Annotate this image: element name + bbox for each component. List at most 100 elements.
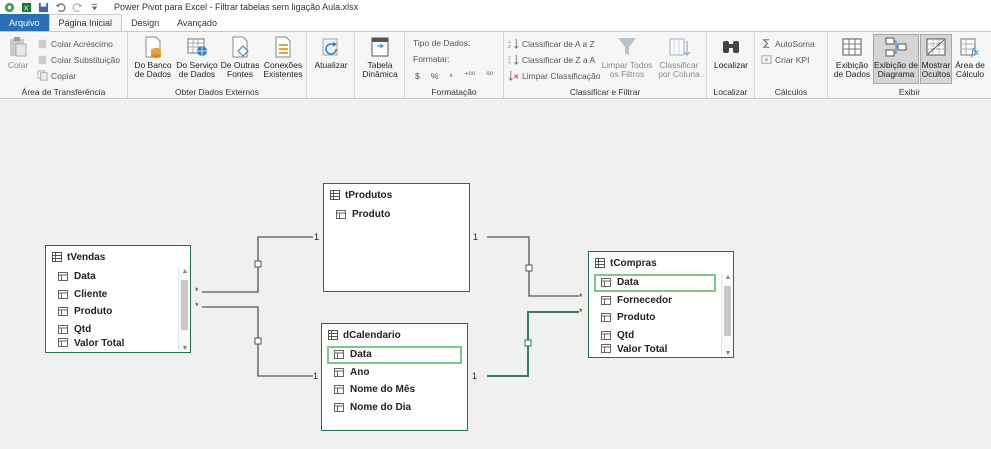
relationship-calendario-compras[interactable]: [487, 311, 579, 377]
scroll-thumb[interactable]: [724, 286, 731, 336]
calculation-area-button[interactable]: fx Área de Cálculo: [952, 35, 988, 79]
cardinality-one-calendario-compras: 1: [472, 371, 478, 381]
percent-button[interactable]: %: [430, 70, 439, 81]
currency-button[interactable]: $: [415, 70, 420, 81]
data-view-button[interactable]: Exibição de Dados: [832, 35, 872, 79]
save-icon[interactable]: [38, 2, 49, 13]
customize-toolbar-icon[interactable]: [89, 2, 100, 13]
redo-icon[interactable]: [72, 2, 83, 13]
table-tvendas[interactable]: tVendas Data Cliente Produto Qtd Valor T…: [45, 245, 191, 353]
field-item[interactable]: Nome do Dia: [322, 399, 467, 417]
copy-button[interactable]: Copiar: [37, 70, 76, 81]
pivot-table-button[interactable]: Tabela Dinâmica: [359, 35, 401, 79]
scroll-down-icon[interactable]: ▼: [724, 350, 732, 357]
sort-by-column-button[interactable]: Classificar por Coluna: [654, 35, 704, 79]
field-item-selected[interactable]: Data: [327, 346, 462, 364]
format-dropdown[interactable]: Formatar:: [413, 54, 450, 64]
field-item[interactable]: Valor Total: [589, 344, 721, 354]
diagram-view-button[interactable]: Exibição de Diagrama: [873, 34, 919, 84]
table-name-dcalendario: dCalendario: [343, 329, 401, 341]
relationship-handle-vendas-produtos[interactable]: [254, 260, 262, 268]
diagram-canvas[interactable]: * 1 * 1 1 * 1 * tProdutos Produto tVenda…: [0, 100, 991, 449]
increase-decimal-button[interactable]: ⁺⁰⁰: [463, 70, 476, 80]
field-label: Data: [350, 349, 372, 361]
group-refresh: Atualizar: [307, 32, 355, 98]
scroll-down-icon[interactable]: ▼: [181, 345, 189, 352]
clear-all-filters-button[interactable]: Limpar Todos os Filtros: [600, 35, 654, 79]
format-label: Formatar:: [413, 54, 450, 64]
field-item[interactable]: Data: [46, 268, 178, 286]
field-item[interactable]: Qtd: [589, 327, 721, 345]
decrease-decimal-button[interactable]: ⁰⁰: [486, 70, 494, 80]
field-label: Data: [74, 271, 96, 283]
table-tcompras[interactable]: tCompras Data Fornecedor Produto Qtd Val…: [588, 251, 734, 358]
refresh-button[interactable]: Atualizar: [311, 35, 351, 70]
column-icon: [58, 272, 68, 282]
group-label-calculations: Cálculos: [774, 87, 808, 97]
excel-icon[interactable]: X: [21, 2, 32, 13]
kpi-icon: [761, 55, 772, 64]
show-hidden-button[interactable]: Mostrar Ocultos: [920, 34, 952, 84]
pivot-table-label-2: Dinâmica: [362, 69, 398, 79]
create-kpi-button[interactable]: Criar KPI: [761, 54, 809, 65]
existing-connections-label-1: Conexões: [263, 60, 303, 70]
table-header-dcalendario[interactable]: dCalendario: [322, 324, 467, 346]
field-label: Produto: [74, 306, 113, 318]
clear-sort-button[interactable]: Limpar Classificação: [508, 70, 600, 81]
autosum-button[interactable]: AutoSoma: [761, 38, 815, 49]
sort-za-label: Classificar de Z a A: [522, 54, 596, 65]
field-item[interactable]: Valor Total: [46, 338, 178, 348]
from-other-sources-label-2: Fontes: [227, 69, 253, 79]
copy-label: Copiar: [51, 70, 77, 81]
field-item[interactable]: Fornecedor: [589, 292, 721, 310]
relationship-produtos-compras[interactable]: [487, 236, 579, 297]
scroll-up-icon[interactable]: ▲: [724, 274, 732, 281]
relationship-handle-calendario-compras[interactable]: [524, 339, 532, 347]
tab-design[interactable]: Design: [131, 17, 160, 28]
table-dcalendario[interactable]: dCalendario Data Ano Nome do Mês Nome do…: [321, 323, 468, 431]
find-button[interactable]: Localizar: [711, 35, 751, 70]
column-icon: [58, 289, 68, 299]
table-header-tprodutos[interactable]: tProdutos: [324, 184, 469, 206]
field-item[interactable]: Nome do Mês: [322, 381, 467, 399]
field-item[interactable]: Produto: [46, 303, 178, 321]
paste-button[interactable]: Colar: [4, 35, 32, 70]
relationship-handle-produtos-compras[interactable]: [525, 264, 533, 272]
table-name-tprodutos: tProdutos: [345, 189, 393, 201]
field-item[interactable]: Produto: [324, 206, 469, 224]
field-item[interactable]: Qtd: [46, 321, 178, 339]
table-scrollbar[interactable]: ▲ ▼: [178, 268, 190, 352]
field-item[interactable]: Produto: [589, 309, 721, 327]
relationship-handle-vendas-calendario[interactable]: [254, 337, 262, 345]
scroll-thumb[interactable]: [181, 280, 188, 330]
field-item-selected[interactable]: Data: [594, 274, 716, 292]
paste-icon: [10, 37, 27, 57]
paste-replace-button[interactable]: Colar Substituição: [37, 54, 120, 65]
svg-text:A: A: [508, 40, 512, 45]
field-item[interactable]: Cliente: [46, 286, 178, 304]
table-tprodutos[interactable]: tProdutos Produto: [323, 183, 470, 292]
diagram-view-label-2: Diagrama: [877, 69, 915, 79]
from-database-button[interactable]: Do Banco de Dados: [132, 35, 174, 79]
scroll-up-icon[interactable]: ▲: [181, 268, 189, 275]
table-header-tvendas[interactable]: tVendas: [46, 246, 190, 268]
undo-icon[interactable]: [55, 2, 66, 13]
data-type-dropdown[interactable]: Tipo de Dados:: [413, 38, 470, 48]
field-item[interactable]: Ano: [322, 364, 467, 382]
from-other-sources-button[interactable]: De Outras Fontes: [220, 35, 260, 79]
diagram-view-icon: [885, 37, 907, 57]
tab-pagina-inicial[interactable]: Página Inicial: [48, 14, 123, 31]
existing-connections-button[interactable]: Conexões Existentes: [262, 35, 304, 79]
tab-arquivo[interactable]: Arquivo: [0, 14, 49, 31]
table-header-tcompras[interactable]: tCompras: [589, 252, 733, 274]
from-data-service-button[interactable]: Do Serviço de Dados: [176, 35, 218, 79]
table-icon: [328, 330, 338, 340]
other-sources-icon: [232, 36, 249, 58]
paste-append-button[interactable]: Colar Acréscimo: [37, 38, 113, 49]
paste-label: Colar: [7, 60, 29, 70]
tab-avancado[interactable]: Avançado: [177, 17, 217, 28]
comma-style-button[interactable]: ⁹: [449, 70, 453, 81]
table-scrollbar[interactable]: ▲ ▼: [721, 274, 733, 357]
